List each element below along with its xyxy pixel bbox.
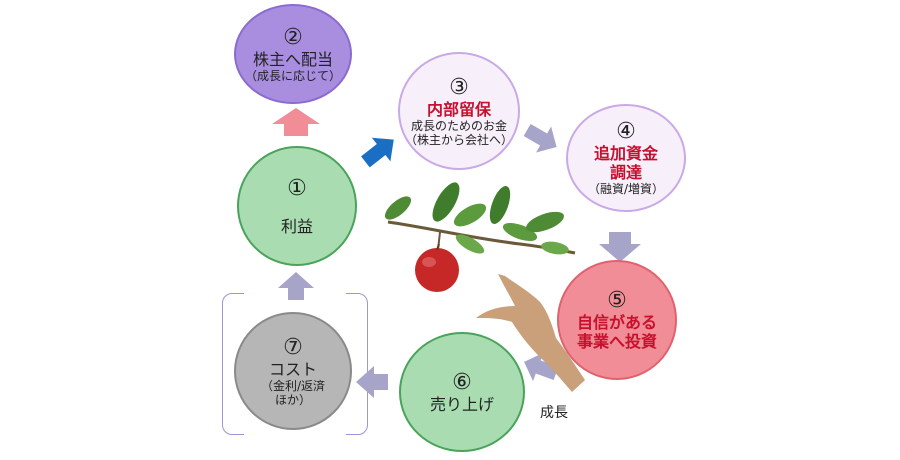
node-subtitle: 成長のためのお金 <box>410 118 507 133</box>
node-subtitle: （金利/返済 <box>260 378 326 393</box>
leaf <box>432 182 460 222</box>
leaf <box>453 203 487 227</box>
node-title: 売り上げ <box>429 394 494 414</box>
node-cost: ⑦ コスト （金利/返済 ほか） <box>234 312 352 430</box>
node-number: ⑥ <box>452 369 472 395</box>
leaf <box>526 211 564 233</box>
leaf <box>489 186 511 224</box>
node-sales: ⑥ 売り上げ <box>399 332 525 452</box>
node-subtitle: （株主から会社へ） <box>404 132 513 147</box>
node-title: 自信がある <box>576 313 657 332</box>
node-number: ② <box>283 24 303 50</box>
node-title: 調達 <box>609 163 642 182</box>
node-title: 内部留保 <box>426 99 491 119</box>
node-profit: ① 利益 <box>237 146 357 266</box>
node-retained-earnings: ③ 内部留保 成長のためのお金 （株主から会社へ） <box>398 52 520 170</box>
arrow-profit-to-retained <box>361 137 394 168</box>
node-title: 追加資金 <box>593 144 658 163</box>
arrow-cost-to-profit <box>278 272 314 300</box>
node-number: ⑤ <box>607 288 627 313</box>
leaf <box>384 196 412 220</box>
arrow-funding-to-invest <box>599 232 641 262</box>
node-title: 事業へ投資 <box>576 332 657 351</box>
node-dividend: ② 株主へ配当 （成長に応じて） <box>234 4 352 104</box>
node-subtitle: （成長に応じて） <box>244 68 341 83</box>
node-title: 利益 <box>280 216 313 236</box>
apple <box>415 248 459 292</box>
leaf <box>502 222 538 242</box>
growth-label: 成長 <box>540 405 568 421</box>
arrow-sales-to-cost <box>356 366 388 398</box>
arrow-invest-to-sales <box>524 352 559 382</box>
node-title: 株主へ配当 <box>252 49 333 69</box>
node-title: コスト <box>268 359 317 379</box>
node-subtitle: （融資/増資） <box>587 182 665 196</box>
node-number: ③ <box>449 74 469 100</box>
leaf <box>455 234 485 254</box>
node-number: ① <box>287 175 307 201</box>
hand <box>476 274 585 392</box>
leaf <box>541 241 569 255</box>
node-additional-funding: ④ 追加資金 調達 （融資/増資） <box>566 104 686 212</box>
node-number: ④ <box>616 119 636 144</box>
arrow-retained-to-funding <box>523 123 557 153</box>
node-investment: ⑤ 自信がある 事業へ投資 <box>557 260 677 380</box>
arrow-profit-to-dividend <box>272 108 320 136</box>
node-subtitle: ほか） <box>274 392 311 407</box>
node-number: ⑦ <box>283 334 303 360</box>
